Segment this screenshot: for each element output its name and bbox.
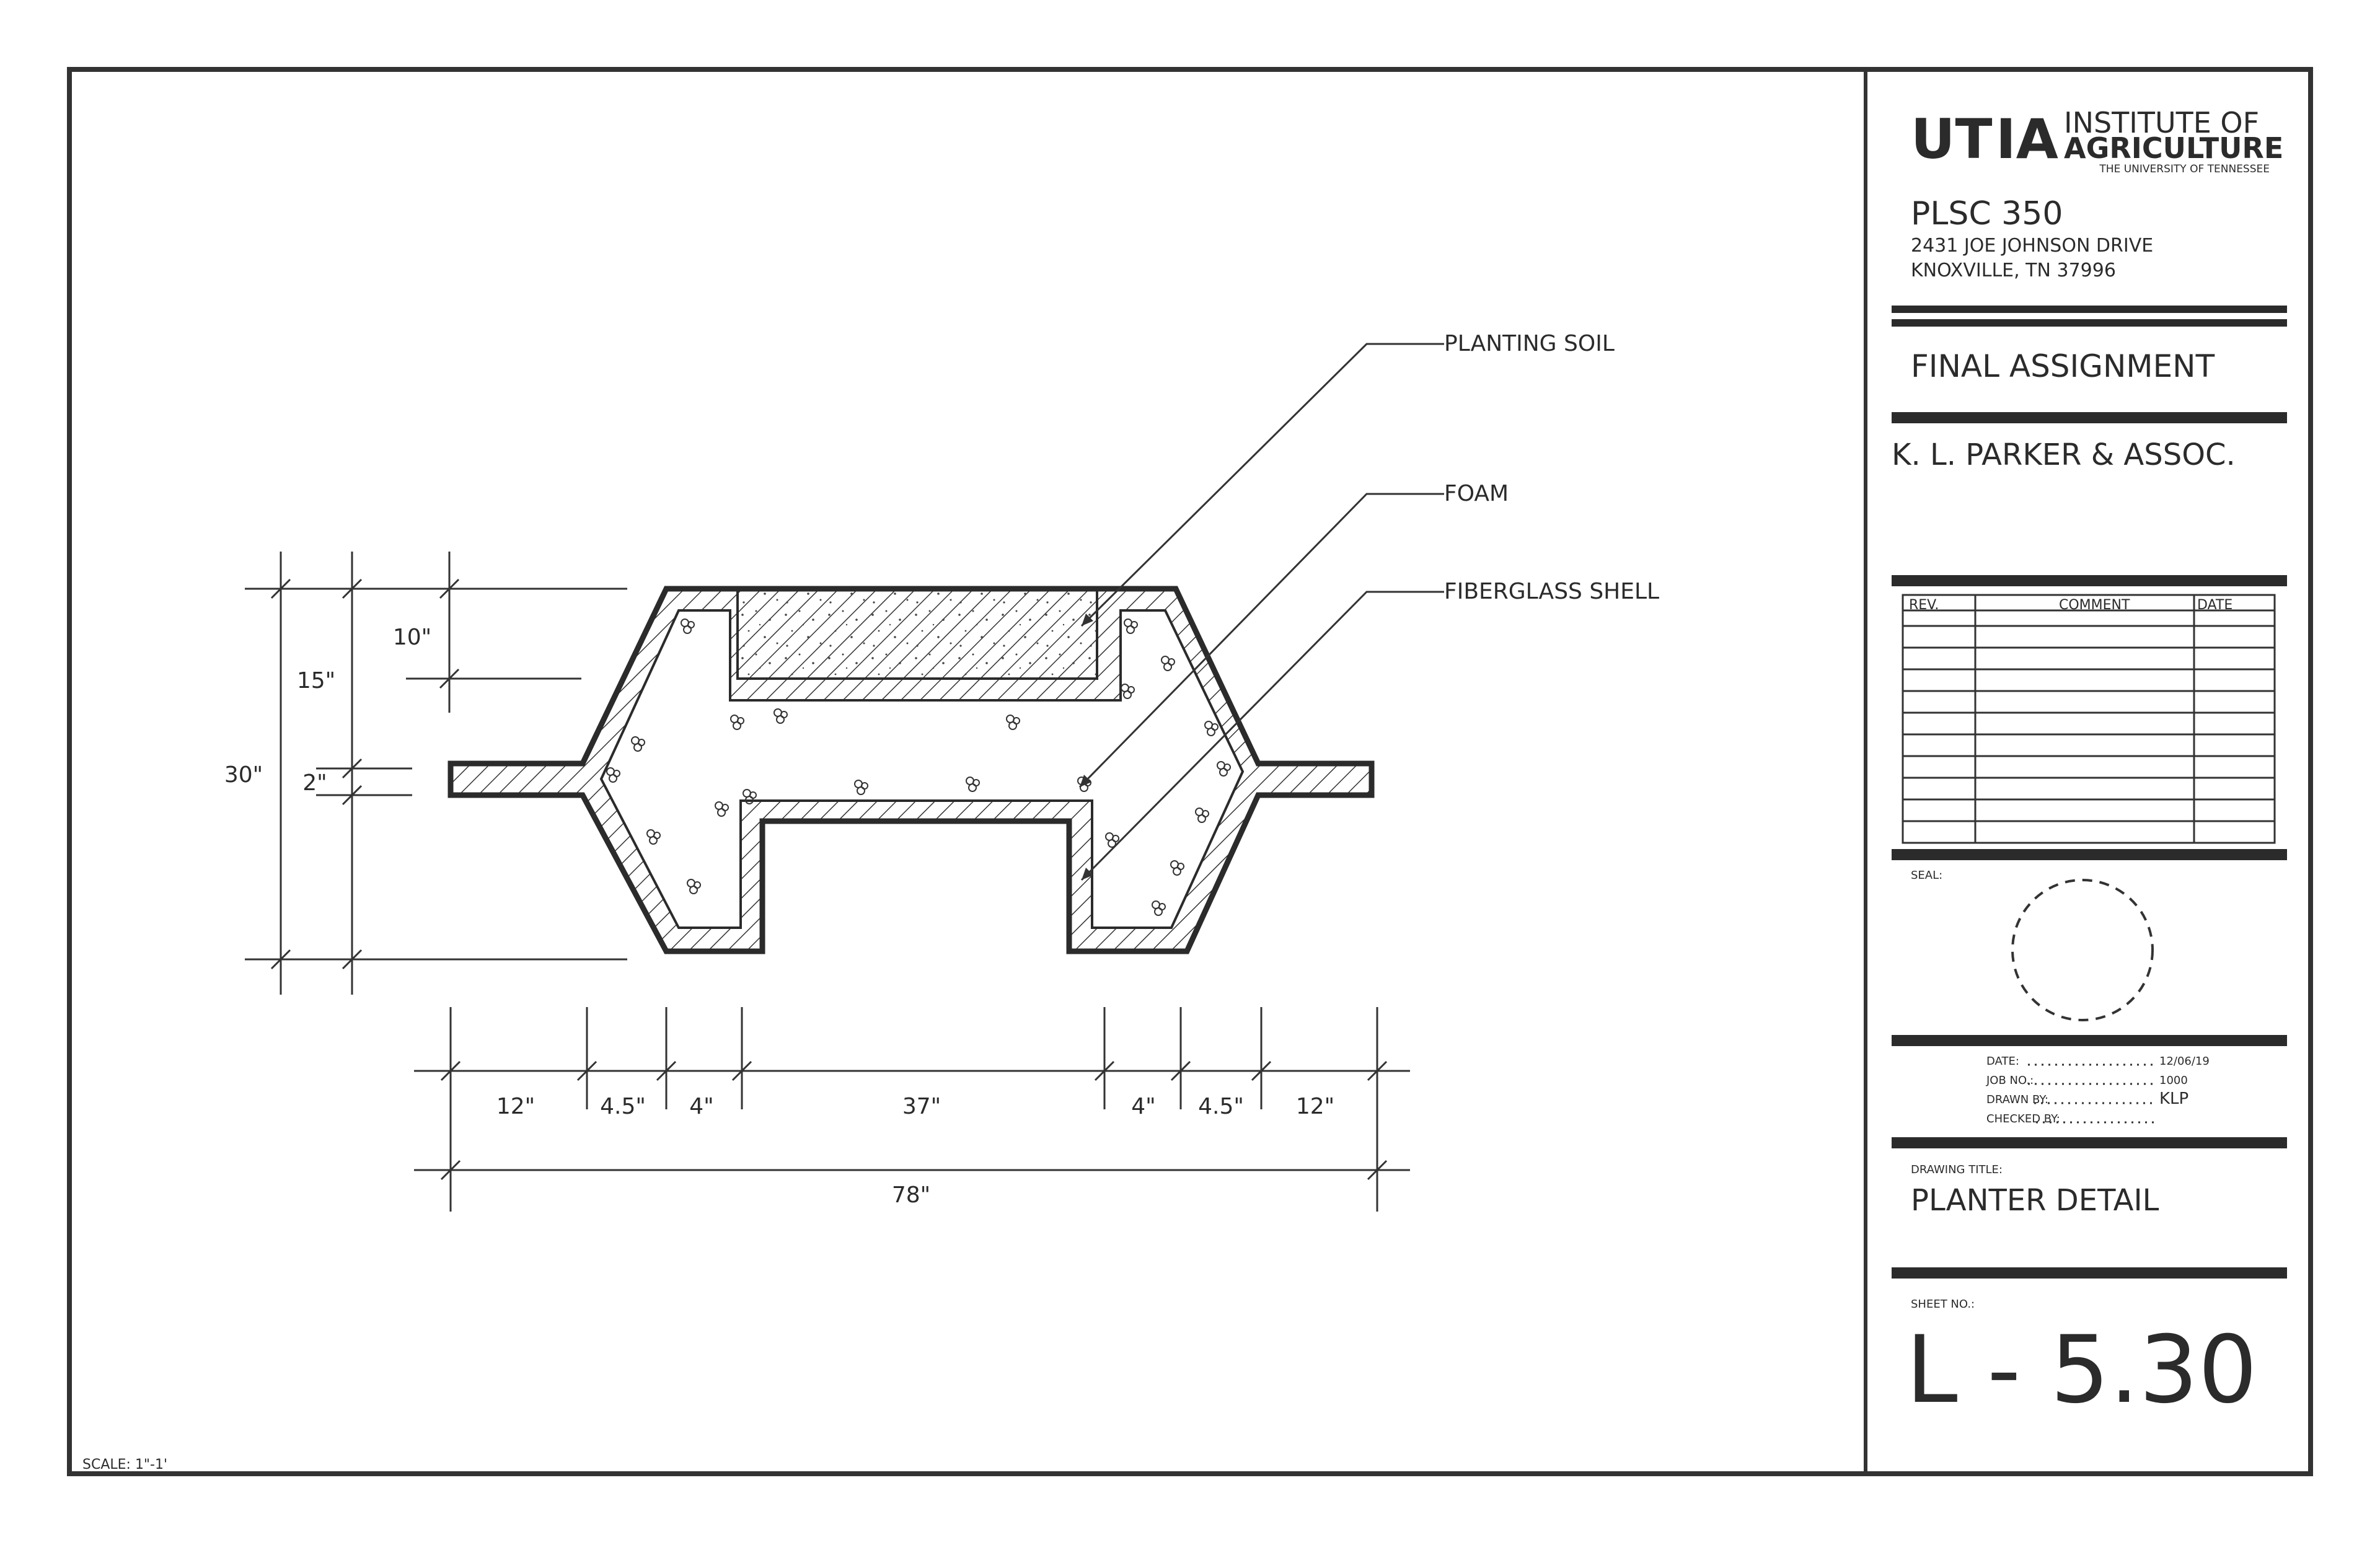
address-line-2: KNOXVILLE, TN 37996 xyxy=(1911,260,2116,281)
dim-overall: 78" xyxy=(892,1182,930,1208)
sheet-number: L - 5.30 xyxy=(1906,1316,2257,1424)
titleblock-rule xyxy=(1892,1035,2287,1046)
scale-note: SCALE: 1"-1' xyxy=(82,1457,167,1472)
dim-flange-left: 12" xyxy=(496,1094,535,1119)
project-info: DATE: 12/06/19 JOB NO.: 1000 DRAWN BY: K… xyxy=(1986,1055,2210,1125)
address-line-1: 2431 JOE JOHNSON DRIVE xyxy=(1911,235,2153,257)
logo-line-institute: INSTITUTE OF xyxy=(2064,106,2259,139)
titleblock-rule xyxy=(1892,412,2287,423)
dim-flange-thickness: 2" xyxy=(302,770,327,796)
drawing-title-label: DRAWING TITLE: xyxy=(1911,1163,2003,1176)
titleblock-rule xyxy=(1892,306,2287,313)
titleblock-rule xyxy=(1892,319,2287,327)
titleblock: UT IA INSTITUTE OF AGRICULTURE THE UNIVE… xyxy=(1892,106,2287,1424)
foam-fill xyxy=(599,609,1245,929)
date-value: 12/06/19 xyxy=(2159,1055,2210,1068)
sheet-border xyxy=(67,67,2313,1476)
dim-upper-height: 15" xyxy=(297,668,335,693)
dim-total-height: 30" xyxy=(224,762,263,788)
checked-by-label: CHECKED BY: xyxy=(1986,1112,2060,1125)
dim-top-depth: 10" xyxy=(393,625,431,650)
label-fiberglass-shell: FIBERGLASS SHELL xyxy=(1444,579,1659,604)
dim-taper-left: 4.5" xyxy=(600,1094,646,1119)
dim-wall-left: 4" xyxy=(689,1094,713,1119)
logo-line-university: THE UNIVERSITY OF TENNESSEE xyxy=(2099,163,2270,175)
drawn-by-value: KLP xyxy=(2159,1089,2188,1108)
label-planting-soil: PLANTING SOIL xyxy=(1444,331,1615,356)
revision-table xyxy=(1902,594,2276,844)
dim-flange-right: 12" xyxy=(1296,1094,1334,1119)
sheet-number-label: SHEET NO.: xyxy=(1911,1298,1975,1311)
utia-logo: UT IA INSTITUTE OF AGRICULTURE THE UNIVE… xyxy=(1911,106,2283,175)
leader-lines xyxy=(1078,343,1444,881)
seal-label: SEAL: xyxy=(1911,869,1942,882)
dim-taper-right: 4.5" xyxy=(1198,1094,1244,1119)
revision-header-comment: COMMENT xyxy=(2059,597,2130,613)
date-label: DATE: xyxy=(1986,1055,2019,1068)
job-number-label: JOB NO.: xyxy=(1986,1074,2034,1087)
job-number-value: 1000 xyxy=(2159,1074,2188,1087)
logo-mark-ia: IA xyxy=(1996,107,2058,171)
vertical-dimension-lines xyxy=(245,552,627,995)
course-number: PLSC 350 xyxy=(1911,195,2063,232)
seal-circle xyxy=(2011,879,2154,1021)
dim-wall-right: 4" xyxy=(1131,1094,1155,1119)
planter-section: PLANTING SOIL FOAM FIBERGLASS SHELL 10" … xyxy=(224,331,1659,1212)
leader-arrow-shell xyxy=(1082,868,1093,880)
titleblock-rule xyxy=(1892,1137,2287,1148)
assignment-title: FINAL ASSIGNMENT xyxy=(1911,348,2215,384)
leader-arrow-soil xyxy=(1082,614,1093,626)
dim-middle: 37" xyxy=(902,1094,941,1119)
titleblock-rule xyxy=(1892,575,2287,586)
planting-soil-fill xyxy=(736,588,1098,680)
logo-line-agriculture: AGRICULTURE xyxy=(2064,131,2283,165)
revision-header-date: DATE xyxy=(2197,597,2232,613)
titleblock-rule xyxy=(1892,849,2287,860)
logo-mark-ut: UT xyxy=(1911,107,1992,171)
firm-name: K. L. PARKER & ASSOC. xyxy=(1892,438,2236,472)
horizontal-dimension-lines xyxy=(414,1007,1410,1212)
revision-header-rev: REV. xyxy=(1909,597,1939,613)
drawing-title: PLANTER DETAIL xyxy=(1911,1183,2159,1218)
leader-arrow-foam xyxy=(1080,775,1091,787)
label-foam: FOAM xyxy=(1444,481,1509,506)
drawn-by-label: DRAWN BY: xyxy=(1986,1093,2048,1106)
titleblock-rule xyxy=(1892,1267,2287,1279)
